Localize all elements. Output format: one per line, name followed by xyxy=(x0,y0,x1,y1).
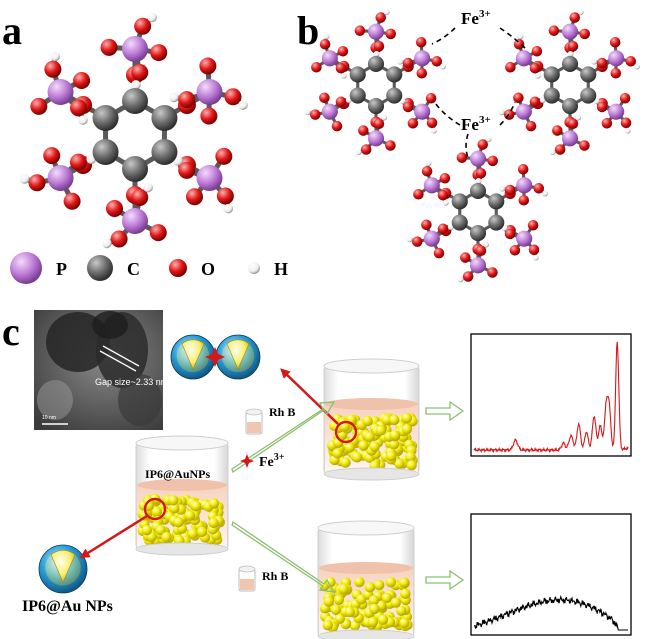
rhb-vial-top xyxy=(245,408,263,435)
legend-label-h: H xyxy=(274,259,288,279)
legend-swatch-o xyxy=(169,259,187,277)
rhb-label-bottom: Rh B xyxy=(262,569,288,583)
rhb-vial-bottom xyxy=(238,565,256,592)
fe-star-dimer xyxy=(205,347,225,367)
spectrum-panel-without-fe xyxy=(470,513,632,636)
beaker-without-fe xyxy=(317,520,415,639)
legend-swatch-p xyxy=(10,252,42,284)
spectrum-arrows xyxy=(425,400,465,591)
beaker-with-fe xyxy=(323,358,420,481)
zoom-callouts xyxy=(79,368,358,559)
beaker-label: IP6@AuNPs xyxy=(145,467,210,481)
rhb-label-top: Rh B xyxy=(269,405,295,419)
tem-image: Gap size~2.33 nm 10 nm xyxy=(34,310,168,430)
svg-text:Fe3+: Fe3+ xyxy=(461,114,491,134)
legend-swatch-h xyxy=(248,262,260,274)
legend-label-o: O xyxy=(201,259,215,279)
beaker-ip6-aunps xyxy=(135,435,229,556)
ip6-molecule-a xyxy=(19,12,248,249)
nanoparticle-dimer xyxy=(170,334,261,380)
svg-text:Fe3+: Fe3+ xyxy=(259,452,285,470)
panel-label-b: b xyxy=(297,8,319,53)
fe-addition-label: Fe3+ xyxy=(240,452,285,470)
coordination-bonds xyxy=(431,27,528,159)
fe-ion-label-top: Fe3+ xyxy=(461,8,491,28)
single-nanoparticle xyxy=(38,544,88,594)
ip6-molecule-network-b xyxy=(304,9,640,283)
legend-label-c: C xyxy=(127,259,140,279)
panel-label-c: c xyxy=(2,309,20,354)
panel-label-a: a xyxy=(2,8,22,53)
tem-gap-label: Gap size~2.33 nm xyxy=(95,377,168,387)
tem-scale-label: 10 nm xyxy=(42,415,56,421)
legend-swatch-c xyxy=(87,255,113,281)
single-nanoparticle-label: IP6@Au NPs xyxy=(22,598,113,615)
svg-text:Fe3+: Fe3+ xyxy=(461,8,491,28)
fe-ion-label-middle: Fe3+ xyxy=(461,114,491,134)
spectrum-panel-with-fe xyxy=(470,333,632,457)
legend-label-p: P xyxy=(56,259,67,279)
